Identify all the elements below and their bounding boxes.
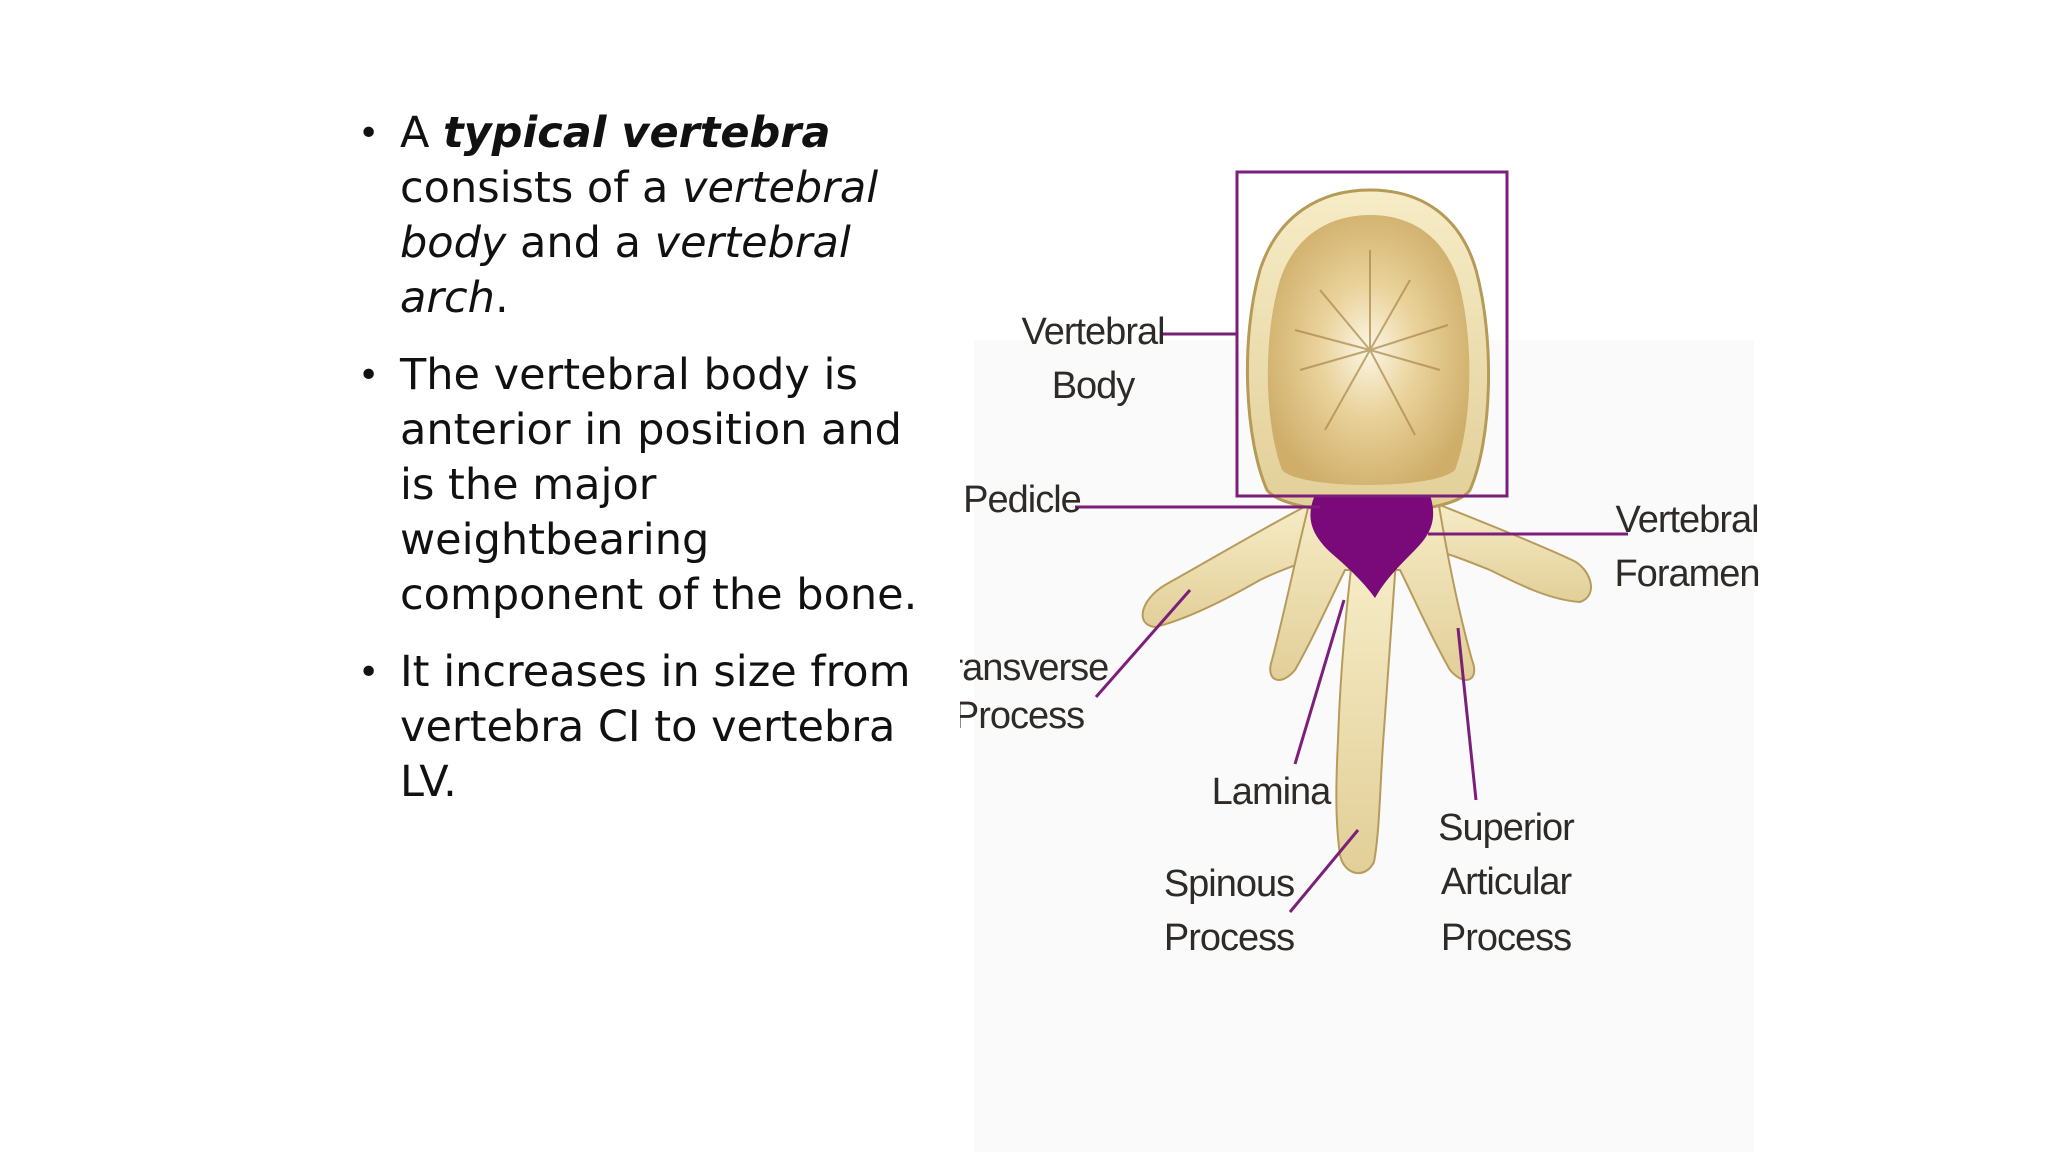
bullet-item: A typical vertebra consists of a vertebr… (358, 106, 918, 326)
bullet-item: The vertebral body is anterior in positi… (358, 348, 918, 623)
label-vertebral-body-line2: Body (1052, 365, 1136, 407)
leader-spinous-process (1288, 829, 1360, 913)
leader-lamina (1293, 599, 1346, 765)
leader-transverse-process (1094, 589, 1192, 698)
bullet-text: The vertebral body is anterior in positi… (400, 350, 918, 620)
bullet-text: It increases in size from vertebra CI to… (400, 647, 911, 807)
bullet-text: and a (506, 218, 655, 268)
label-transverse-process-line1: Transverse (960, 647, 1108, 689)
label-vertebral-foramen-line1: Vertebral (1615, 499, 1758, 541)
label-spinous-process-line2: Process (1164, 917, 1294, 959)
transverse-process-right (1428, 503, 1592, 604)
bold-italic-term: typical vertebra (443, 108, 831, 158)
italic-term: vertebral arch (400, 218, 851, 323)
label-superior-articular-line2: Articular (1441, 861, 1573, 903)
label-superior-articular-line1: Superior (1438, 807, 1575, 849)
italic-term: vertebral body (400, 163, 879, 268)
bullet-text: . (494, 273, 509, 323)
leader-lines (1075, 332, 1628, 913)
vertebra-illustration: Vertebral Body Pedicle Vertebral Foramen… (960, 170, 1761, 1152)
label-lamina: Lamina (1212, 771, 1332, 813)
label-vertebral-foramen-line2: Foramen (1614, 553, 1759, 595)
label-superior-articular-line3: Process (1441, 917, 1571, 959)
label-pedicle: Pedicle (963, 479, 1081, 521)
bullet-item: It increases in size from vertebra CI to… (358, 645, 918, 810)
transverse-process-left (1141, 503, 1332, 629)
vertebral-foramen-shape (1310, 495, 1434, 598)
lamina-shape (1269, 499, 1476, 682)
label-transverse-process-line2: Process (960, 695, 1084, 737)
bullet-text: A (400, 108, 444, 158)
label-vertebral-body-line1: Vertebral (1021, 311, 1164, 353)
vertebra-diagram: Vertebral Body Pedicle Vertebral Foramen… (960, 140, 1790, 1152)
spinous-process-shape (1335, 559, 1398, 874)
leader-superior-articular (1456, 627, 1478, 801)
bullet-text: consists of a (400, 163, 683, 213)
trabecular-pattern (1294, 250, 1449, 436)
bullet-list: A typical vertebra consists of a vertebr… (358, 106, 918, 832)
label-spinous-process-line1: Spinous (1164, 863, 1294, 905)
